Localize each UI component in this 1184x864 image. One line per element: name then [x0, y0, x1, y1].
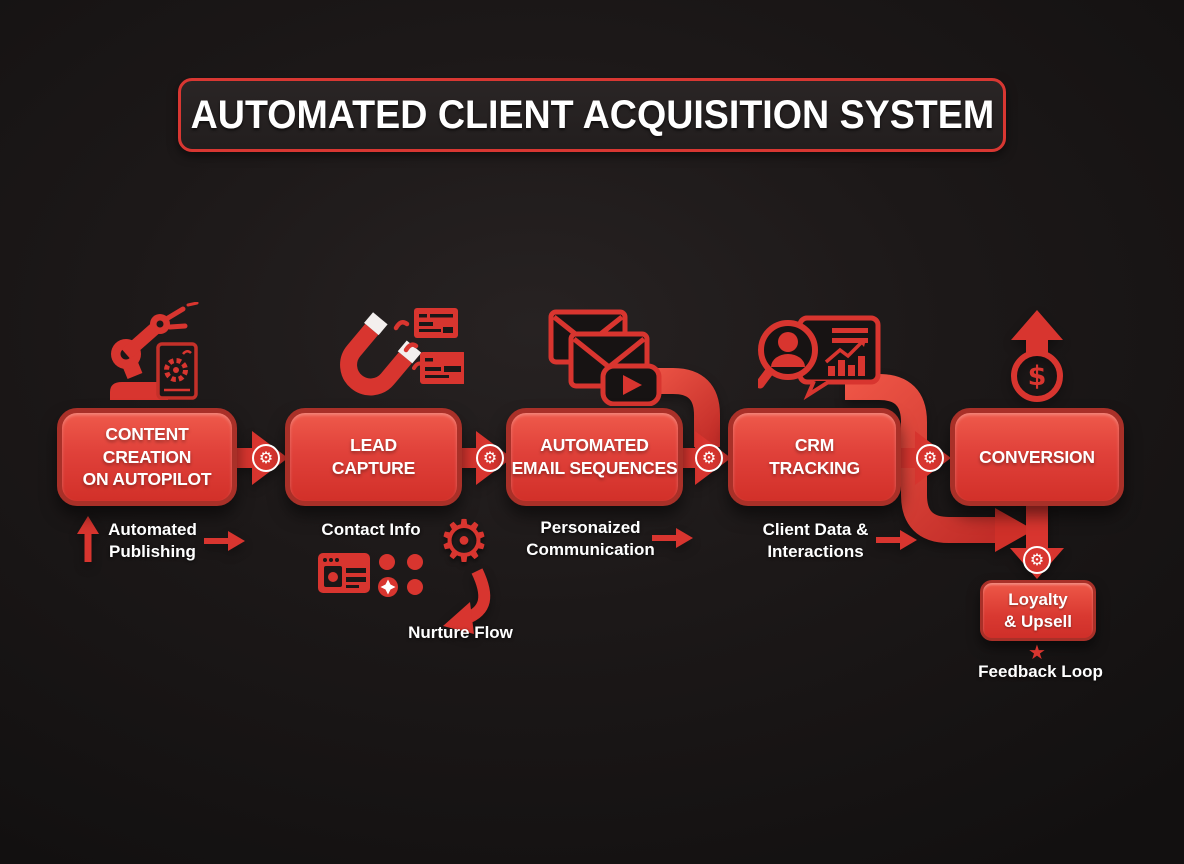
- stage-label: CONVERSION: [979, 446, 1095, 467]
- gear-badge-icon: ⚙: [695, 444, 723, 472]
- stage-box-content-creation: CONTENT CREATION ON AUTOPILOT: [57, 408, 237, 506]
- nurture-flow-label: Nurture Flow: [408, 623, 513, 642]
- page-title: AUTOMATED CLIENT ACQUISITION SYSTEM: [190, 92, 994, 137]
- lead-card-icon: [414, 308, 458, 338]
- stage-box-email-sequences: AUTOMATED EMAIL SEQUENCES: [506, 408, 683, 506]
- gear-icon: ⚙: [438, 507, 490, 575]
- title-banner: AUTOMATED CLIENT ACQUISITION SYSTEM: [178, 78, 1006, 152]
- stage-label: CONTENT CREATION ON AUTOPILOT: [82, 423, 212, 490]
- gear-badge-icon: ⚙: [252, 444, 280, 472]
- sublabel-personalized-communication: Personaized Communication: [526, 518, 655, 560]
- stage-label: LEAD CAPTURE: [331, 435, 416, 478]
- stage-box-conversion: CONVERSION: [950, 408, 1124, 506]
- right-arrow-automated-publishing: [204, 531, 245, 551]
- sublabel-client-data: Client Data & Interactions: [762, 520, 869, 562]
- gear-badge-icon: ⚙: [1023, 546, 1051, 574]
- dollar-sign: $: [1027, 361, 1047, 392]
- loyalty-upsell-box: Loyalty & Upsell: [980, 580, 1096, 641]
- lead-dots-icon: [378, 554, 423, 597]
- growth-arrow-icon: [1011, 310, 1063, 402]
- browser-window-icon: [318, 553, 370, 593]
- right-arrow-client-data: [876, 530, 917, 550]
- sublabel-automated-publishing: Automated Publishing: [108, 520, 197, 562]
- up-arrow-automated-publishing: [77, 516, 99, 562]
- stage-box-lead-capture: LEAD CAPTURE: [285, 408, 462, 506]
- email-sequence-icon: [548, 309, 662, 406]
- lead-card-icon: [420, 352, 464, 384]
- crm-search-icon: [758, 315, 881, 401]
- play-button-icon: [600, 363, 662, 406]
- stage-label: AUTOMATED EMAIL SEQUENCES: [511, 435, 678, 478]
- magnet-icon: [340, 308, 464, 396]
- click-burst-icon: [380, 579, 396, 595]
- stage-label: CRM TRACKING: [769, 435, 860, 478]
- gear-badge-icon: ⚙: [476, 444, 504, 472]
- band-email-to-crm: [633, 368, 720, 447]
- star-icon: ★: [1028, 640, 1046, 664]
- loyalty-label: Loyalty & Upsell: [1003, 590, 1073, 631]
- stage-box-crm-tracking: CRM TRACKING: [728, 408, 901, 506]
- magnifier-person-icon: [758, 320, 818, 389]
- gear-badge-icon: ⚙: [916, 444, 944, 472]
- robot-arm-icon: [110, 302, 199, 400]
- bar-chart-icon: [824, 339, 866, 376]
- nurture-flow-arrow: [443, 568, 491, 634]
- sublabel-contact-info: Contact Info: [321, 520, 421, 539]
- right-arrow-personalized-communication: [652, 528, 693, 548]
- feedback-loop-label: Feedback Loop: [978, 662, 1103, 681]
